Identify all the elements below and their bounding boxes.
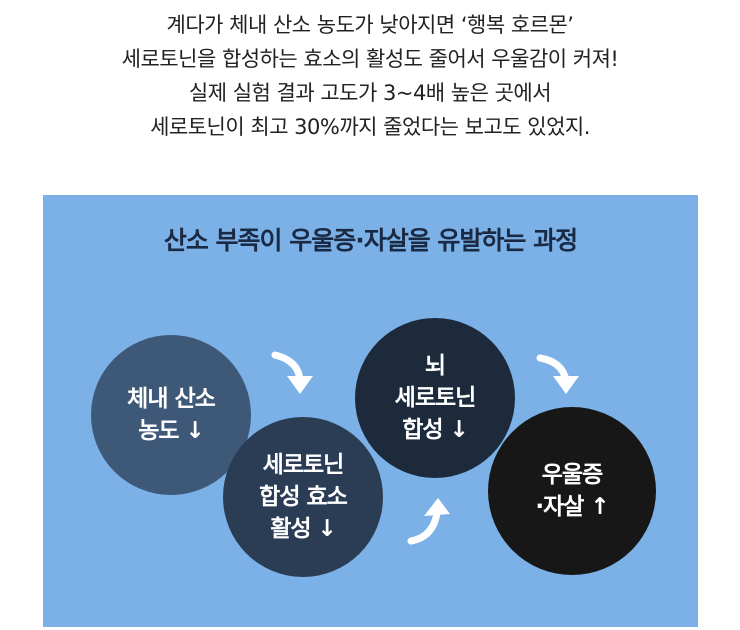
intro-line-2: 세로토닌을 합성하는 효소의 활성도 줄어서 우울감이 커져!	[121, 47, 619, 71]
node-1-line-1: 체내 산소	[127, 386, 216, 412]
arrow-2-icon	[407, 498, 450, 545]
intro-line-3: 실제 실험 결과 고도가 3~4배 높은 곳에서	[188, 81, 552, 105]
arrow-3-icon	[536, 354, 579, 394]
node-3-line-1: 뇌	[424, 353, 446, 379]
node-depression-suicide: 우울증 ·자살 ↑	[488, 407, 656, 575]
node-4-line-2: ·자살 ↑	[535, 494, 609, 520]
diagram-title: 산소 부족이 우울증·자살을 유발하는 과정	[163, 226, 578, 255]
intro-line-4: 세로토닌이 최고 30%까지 줄었다는 보고도 있었지.	[150, 115, 590, 139]
node-2-line-2: 합성 효소	[259, 484, 348, 510]
intro-line-1: 계다가 체내 산소 농도가 낮아지면 ‘행복 호르몬’	[166, 13, 574, 37]
node-1-line-2: 농도 ↓	[138, 418, 205, 444]
node-serotonin-enzyme: 세로토닌 합성 효소 활성 ↓	[223, 417, 383, 577]
intro-text: 계다가 체내 산소 농도가 낮아지면 ‘행복 호르몬’ 세로토닌을 합성하는 효…	[0, 8, 740, 144]
node-2-line-1: 세로토닌	[262, 452, 345, 478]
node-3-line-2: 세로토닌	[394, 385, 477, 411]
node-4-line-1: 우울증	[541, 462, 603, 488]
process-diagram-panel: 산소 부족이 우울증·자살을 유발하는 과정 체내 산소 농도 ↓ 세로토닌 합…	[43, 195, 698, 627]
arrow-1-icon	[271, 351, 313, 394]
node-oxygen-level: 체내 산소 농도 ↓	[91, 335, 251, 495]
node-3-line-3: 합성 ↓	[402, 417, 469, 443]
flow-arrows	[271, 351, 579, 545]
node-2-line-3: 활성 ↓	[270, 516, 337, 542]
node-brain-serotonin: 뇌 세로토닌 합성 ↓	[355, 318, 515, 478]
